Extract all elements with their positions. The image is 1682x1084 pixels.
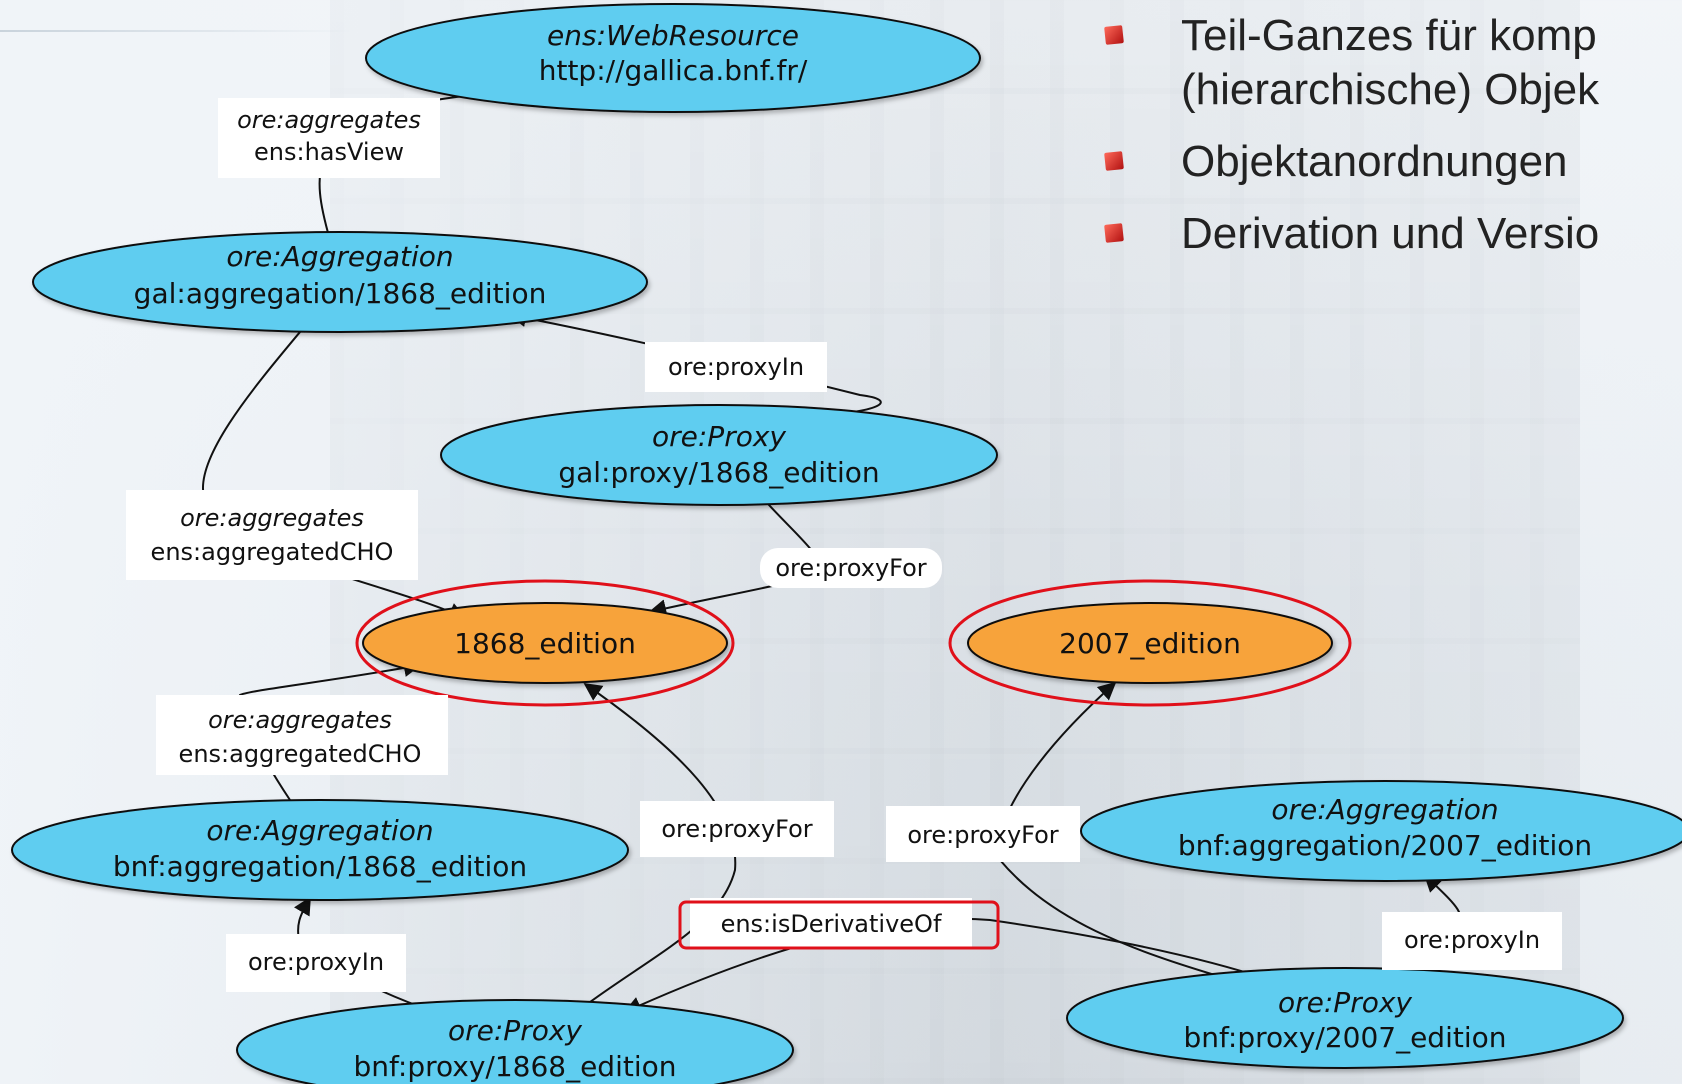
node-bnf-proxy-2007-title: ore:Proxy: [1278, 986, 1412, 1019]
node-gal-proxy-shape: [440, 404, 998, 506]
bullet-text: Teil-Ganzes für komp: [1181, 11, 1597, 60]
edge-derivative: [623, 917, 1271, 1014]
node-bnf-aggregation-1868: ore:Aggregation bnf:aggregation/1868_edi…: [11, 799, 629, 901]
edge-label-gal-aggregates-cho: ore:aggregates ens:aggregatedCHO: [126, 490, 418, 580]
node-bnf-proxy-1868-shape: [236, 999, 794, 1084]
edge-label-gal-aggregates-cho-line1: ore:aggregates: [180, 504, 364, 532]
bullet-item: Teil-Ganzes für komp: [1104, 10, 1682, 62]
highlight-1868-edition: [355, 579, 735, 707]
node-webresource: ens:WebResource http://gallica.bnf.fr/: [365, 3, 981, 113]
bullet-text: Derivation und Versio: [1181, 209, 1600, 258]
edge-label-bnf2007-proxyfor: ore:proxyFor: [886, 806, 1080, 862]
node-bnf-aggregation-2007-shape: [1080, 780, 1682, 882]
edge-label-bnf1868-proxyin: ore:proxyIn: [226, 934, 406, 992]
bullet-square-icon: [1104, 223, 1124, 243]
edge-label-aggregates-hasview-line1: ore:aggregates: [237, 106, 421, 134]
node-bnf-aggregation-1868-id: bnf:aggregation/1868_edition: [113, 850, 527, 883]
edge-label-gal-proxyfor-text: ore:proxyFor: [775, 554, 926, 582]
bullet-square-icon: [1104, 25, 1124, 45]
node-webresource-id: http://gallica.bnf.fr/: [539, 54, 808, 87]
node-bnf-proxy-2007: ore:Proxy bnf:proxy/2007_edition: [1066, 967, 1624, 1069]
edge-label-derivative-text: ens:isDerivativeOf: [721, 910, 942, 938]
edge-label-bnf2007-proxyin: ore:proxyIn: [1382, 912, 1562, 970]
edge-label-aggregates-hasview: ore:aggregates ens:hasView: [218, 98, 440, 178]
bullet-item: Derivation und Versio: [1104, 208, 1682, 260]
node-bnf-aggregation-2007: ore:Aggregation bnf:aggregation/2007_edi…: [1080, 780, 1682, 882]
node-bnf-aggregation-2007-title: ore:Aggregation: [1271, 793, 1498, 826]
node-gal-aggregation-title: ore:Aggregation: [226, 240, 453, 273]
edge-bnf1868-proxyfor: [559, 682, 737, 1026]
node-1868-edition-shape: [362, 602, 728, 684]
edge-label-gal-proxyfor: ore:proxyFor: [760, 548, 942, 588]
bullet-text: (hierarchische) Objek: [1181, 65, 1600, 114]
bullet-text: Objektanordnungen: [1181, 137, 1568, 186]
node-1868-edition-label: 1868_edition: [454, 627, 636, 660]
node-bnf-proxy-1868-id: bnf:proxy/1868_edition: [354, 1050, 677, 1083]
node-bnf-proxy-1868: ore:Proxy bnf:proxy/1868_edition: [236, 999, 794, 1084]
node-gal-aggregation-id: gal:aggregation/1868_edition: [134, 277, 547, 310]
edge-label-bnf1868-proxyin-text: ore:proxyIn: [248, 948, 384, 976]
edge-label-bnf-aggregates-cho-line1: ore:aggregates: [208, 706, 392, 734]
bullet-list: Teil-Ganzes für komp (hierarchische) Obj…: [1104, 10, 1682, 280]
node-gal-proxy-title: ore:Proxy: [652, 420, 786, 453]
node-gal-aggregation: ore:Aggregation gal:aggregation/1868_edi…: [32, 231, 648, 333]
node-2007-edition-label: 2007_edition: [1059, 627, 1241, 660]
node-2007-edition: 2007_edition: [948, 579, 1352, 707]
node-2007-edition-shape: [967, 602, 1333, 684]
edge-label-bnf-aggregates-cho-line2: ens:aggregatedCHO: [179, 740, 422, 768]
edge-label-bnf1868-proxyfor: ore:proxyFor: [640, 801, 834, 857]
node-1868-edition: 1868_edition: [355, 579, 735, 707]
edge-label-derivative: ens:isDerivativeOf: [678, 898, 1000, 950]
edge-label-gal-proxyin: ore:proxyIn: [645, 342, 827, 392]
node-bnf-aggregation-1868-title: ore:Aggregation: [206, 814, 433, 847]
node-webresource-title: ens:WebResource: [547, 19, 799, 52]
highlight-derivative: [678, 900, 1000, 950]
node-bnf-aggregation-1868-shape: [11, 799, 629, 901]
edge-label-bnf2007-proxyin-text: ore:proxyIn: [1404, 926, 1540, 954]
edge-label-bnf2007-proxyfor-text: ore:proxyFor: [907, 821, 1058, 849]
node-bnf-aggregation-2007-id: bnf:aggregation/2007_edition: [1178, 829, 1592, 862]
edge-label-gal-aggregates-cho-line2: ens:aggregatedCHO: [151, 538, 394, 566]
node-gal-proxy: ore:Proxy gal:proxy/1868_edition: [440, 404, 998, 506]
edge-label-bnf-aggregates-cho: ore:aggregates ens:aggregatedCHO: [156, 695, 448, 775]
node-webresource-shape: [365, 3, 981, 113]
header-rule: [0, 30, 360, 32]
edge-label-bnf1868-proxyfor-text: ore:proxyFor: [661, 815, 812, 843]
node-gal-aggregation-shape: [32, 231, 648, 333]
edge-label-aggregates-hasview-line2: ens:hasView: [254, 138, 404, 166]
node-bnf-proxy-1868-title: ore:Proxy: [448, 1014, 582, 1047]
node-gal-proxy-id: gal:proxy/1868_edition: [558, 456, 879, 489]
edge-label-gal-proxyin-text: ore:proxyIn: [668, 353, 804, 381]
node-bnf-proxy-2007-id: bnf:proxy/2007_edition: [1184, 1021, 1507, 1054]
highlight-2007-edition: [948, 579, 1352, 707]
bullet-square-icon: [1104, 151, 1124, 171]
bullet-item-continuation: (hierarchische) Objek: [1105, 64, 1682, 116]
node-bnf-proxy-2007-shape: [1066, 967, 1624, 1069]
bullet-item: Objektanordnungen: [1104, 136, 1682, 188]
